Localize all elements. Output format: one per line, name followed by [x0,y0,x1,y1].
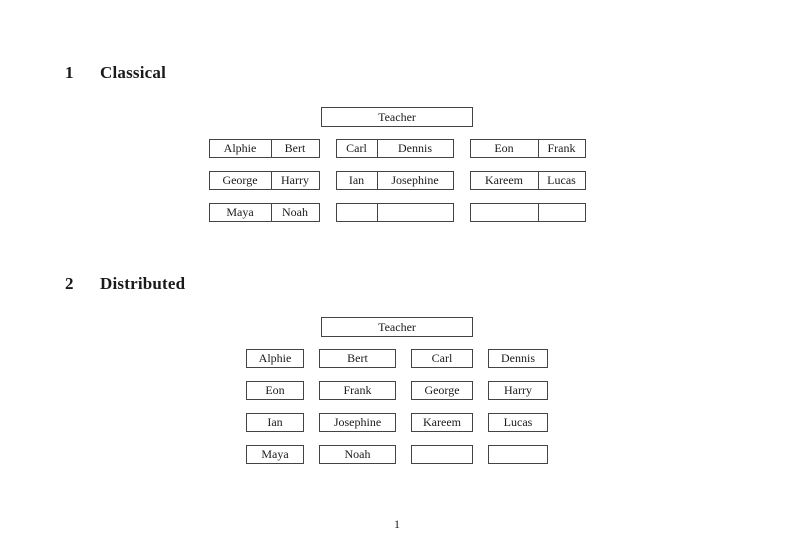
seat-box: Dennis [488,349,548,368]
seat-cell: Maya [210,204,272,221]
seat-box: Carl [411,349,473,368]
seat-cell: Bert [284,141,306,155]
distributed-desk-grid: Alphie Eon Ian Maya Bert Frank Josephine… [246,349,548,464]
desk-column-4: Dennis Harry Lucas [488,349,548,464]
section-heading-distributed: 2 Distributed [65,274,185,294]
page-number: 1 [394,517,400,531]
desk-column-1: Alphie Eon Ian Maya [246,349,304,464]
seat-cell: Eon [471,140,539,157]
desk-pair-empty [335,203,454,222]
seat-box: Lucas [488,413,548,432]
seat-box: George [411,381,473,400]
desk-pair: Alphie Bert [208,139,320,158]
section-heading-classical: 1 Classical [65,63,166,83]
seat-cell: Harry [281,173,309,187]
desk-column-2: Bert Frank Josephine Noah [319,349,396,464]
seat-box: Frank [319,381,396,400]
seat-box: Noah [319,445,396,464]
desk-column-1: Alphie Bert George Harry Maya Noah [208,139,320,222]
desk-pair: George Harry [208,171,320,190]
seat-cell: Noah [282,205,308,219]
section-title: Classical [100,63,167,82]
desk-pair: Carl Dennis [335,139,454,158]
section-number: 2 [65,274,74,293]
desk-column-3: Carl George Kareem [411,349,473,464]
desk-column-2: Carl Dennis Ian Josephine [335,139,454,222]
seat-cell: Dennis [398,141,432,155]
seat-cell: Alphie [210,140,272,157]
seat-box: Eon [246,381,304,400]
desk-pair: Ian Josephine [335,171,454,190]
teacher-box: Teacher [321,317,473,337]
seat-box: Bert [319,349,396,368]
teacher-label: Teacher [378,109,416,124]
seat-box-empty [488,445,548,464]
seat-box: Ian [246,413,304,432]
seat-cell: Josephine [391,173,439,187]
section-number: 1 [65,63,74,82]
distributed-diagram: Teacher Alphie Eon Ian Maya Bert Frank J… [0,317,794,464]
desk-pair: Kareem Lucas [469,171,586,190]
teacher-box: Teacher [321,107,473,127]
seat-box: Harry [488,381,548,400]
seat-cell: Lucas [547,173,576,187]
section-title: Distributed [100,274,186,293]
desk-pair: Eon Frank [469,139,586,158]
seat-box: Alphie [246,349,304,368]
seat-cell: Carl [337,140,378,157]
seat-box-empty [411,445,473,464]
seat-cell [471,204,539,221]
teacher-label: Teacher [378,319,416,334]
classical-desk-grid: Alphie Bert George Harry Maya Noah Carl … [208,139,586,222]
desk-pair-empty [469,203,586,222]
seat-cell [378,204,453,221]
seat-cell [539,204,585,221]
seat-box: Josephine [319,413,396,432]
seat-box: Kareem [411,413,473,432]
seat-cell [337,204,378,221]
desk-pair: Maya Noah [208,203,320,222]
classical-diagram: Teacher Alphie Bert George Harry Maya No… [0,107,794,222]
desk-column-3: Eon Frank Kareem Lucas [469,139,586,222]
seat-cell: Kareem [471,172,539,189]
seat-box: Maya [246,445,304,464]
seat-cell: George [210,172,272,189]
seat-cell: Frank [547,141,576,155]
seat-cell: Ian [337,172,378,189]
